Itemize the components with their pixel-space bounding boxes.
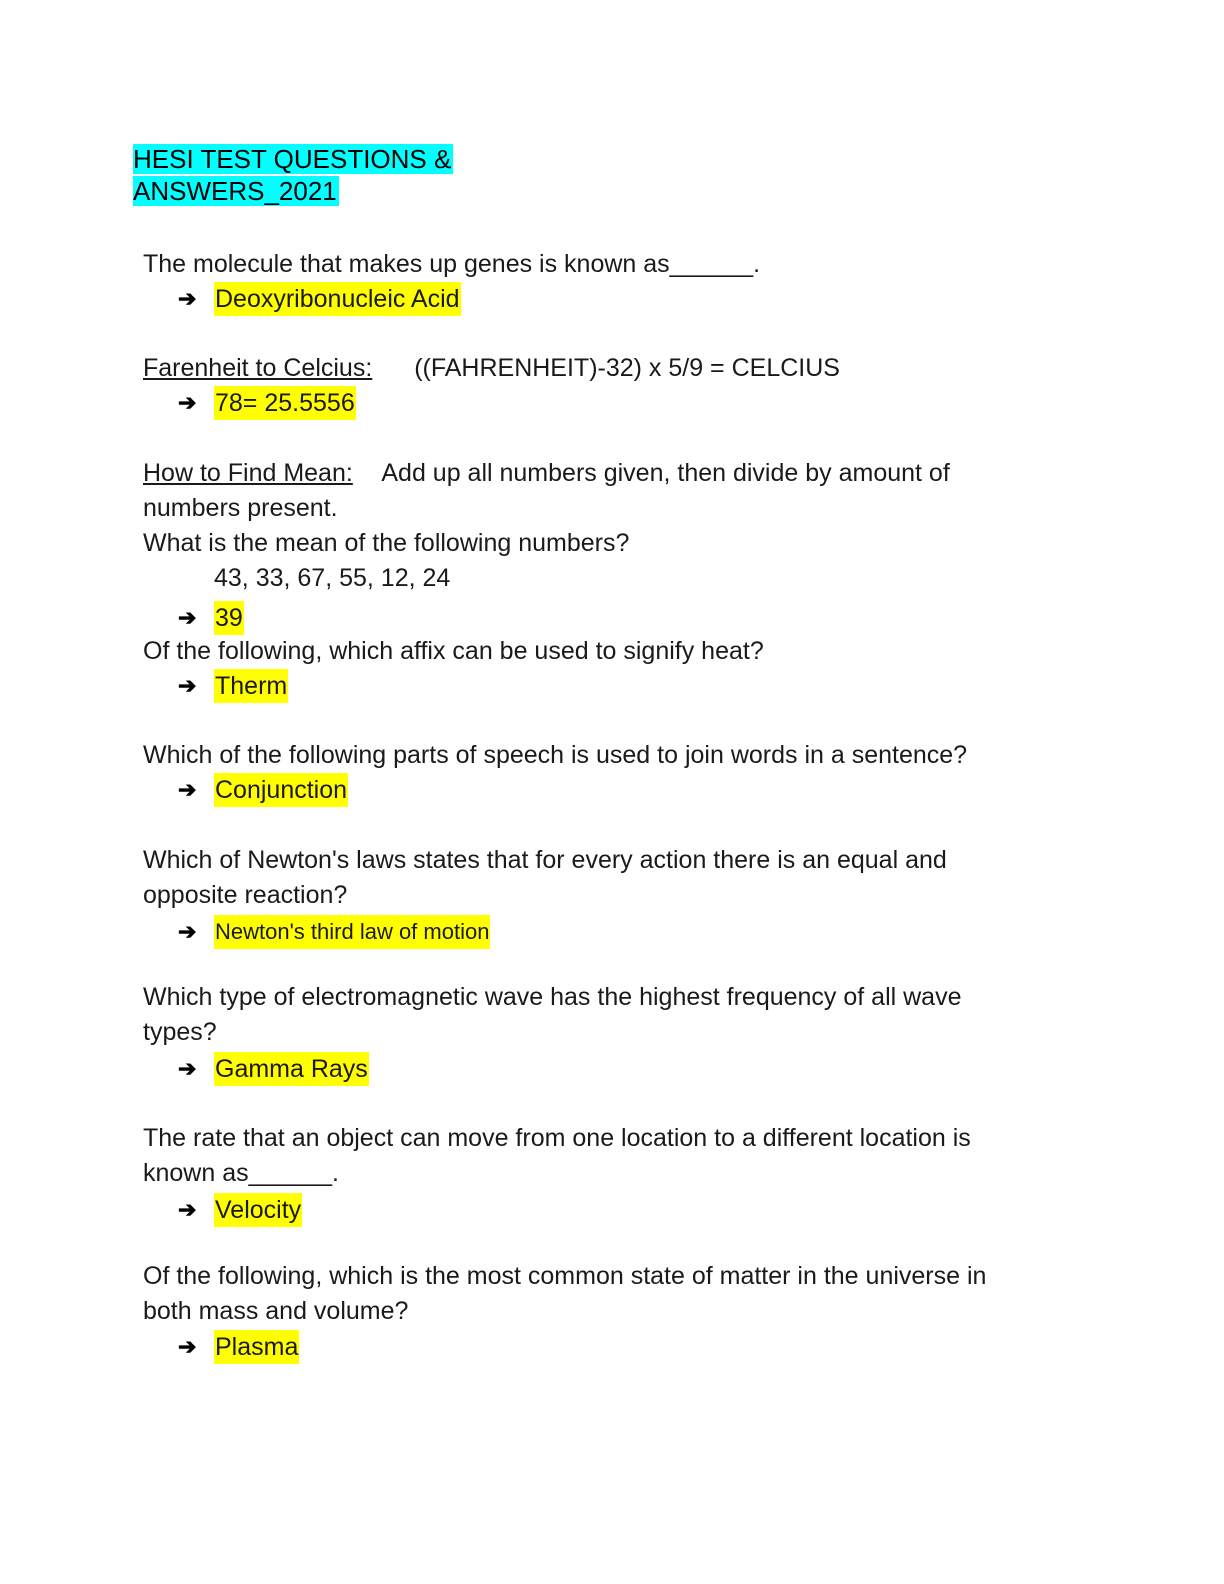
answer-8-row: ➔ Velocity <box>178 1193 303 1227</box>
question-7-line-1: Which type of electromagnetic wave has t… <box>143 983 962 1011</box>
mean-line-2: numbers present. <box>143 494 338 522</box>
conversion-line: Farenheit to Celcius: ((FAHRENHEIT)-32) … <box>143 351 840 386</box>
arrow-right-icon: ➔ <box>178 286 197 311</box>
question-5: Which of the following parts of speech i… <box>143 741 968 769</box>
answer-3-row: ➔ 39 <box>178 601 244 635</box>
question-7-line-2: types? <box>143 1018 217 1046</box>
arrow-right-icon: ➔ <box>178 605 197 630</box>
mean-text: Add up all numbers given, then divide by… <box>381 459 950 487</box>
answer-9-row: ➔ Plasma <box>178 1330 300 1364</box>
arrow-right-icon: ➔ <box>178 1056 197 1081</box>
arrow-right-icon: ➔ <box>178 673 197 698</box>
answer-5-row: ➔ Conjunction <box>178 773 349 807</box>
question-1: The molecule that makes up genes is know… <box>143 250 761 278</box>
answer-3: 39 <box>214 601 244 635</box>
answer-4: Therm <box>214 669 289 703</box>
answer-1-row: ➔ Deoxyribonucleic Acid <box>178 282 461 316</box>
arrow-right-icon: ➔ <box>178 919 197 944</box>
question-6-line-2: opposite reaction? <box>143 881 348 909</box>
answer-5: Conjunction <box>214 773 349 807</box>
arrow-right-icon: ➔ <box>178 390 197 415</box>
answer-4-row: ➔ Therm <box>178 669 289 703</box>
answer-8: Velocity <box>214 1193 303 1227</box>
arrow-right-icon: ➔ <box>178 777 197 802</box>
answer-7: Gamma Rays <box>214 1052 369 1086</box>
document-title: HESI TEST QUESTIONS & ANSWERS_2021 <box>133 143 454 207</box>
answer-1: Deoxyribonucleic Acid <box>214 282 461 316</box>
question-8-line-2: known as______. <box>143 1159 339 1187</box>
question-3: What is the mean of the following number… <box>143 529 630 557</box>
answer-6: Newton's third law of motion <box>214 915 491 949</box>
question-6-line-1: Which of Newton's laws states that for e… <box>143 846 947 874</box>
question-9-line-1: Of the following, which is the most comm… <box>143 1262 987 1290</box>
mean-numbers: 43, 33, 67, 55, 12, 24 <box>214 564 451 592</box>
answer-9: Plasma <box>214 1330 300 1364</box>
title-line-2: ANSWERS_2021 <box>133 176 339 206</box>
answer-2-row: ➔ 78= 25.5556 <box>178 386 356 420</box>
conversion-label: Farenheit to Celcius: <box>143 354 373 382</box>
answer-7-row: ➔ Gamma Rays <box>178 1052 369 1086</box>
arrow-right-icon: ➔ <box>178 1197 197 1222</box>
conversion-formula: ((FAHRENHEIT)-32) x 5/9 = CELCIUS <box>414 354 840 382</box>
arrow-right-icon: ➔ <box>178 1334 197 1359</box>
title-line-1: HESI TEST QUESTIONS & <box>133 144 454 174</box>
mean-label: How to Find Mean: <box>143 459 353 487</box>
question-4: Of the following, which affix can be use… <box>143 637 764 665</box>
question-9-line-2: both mass and volume? <box>143 1297 409 1325</box>
answer-2: 78= 25.5556 <box>214 386 356 420</box>
question-8-line-1: The rate that an object can move from on… <box>143 1124 971 1152</box>
answer-6-row: ➔ Newton's third law of motion <box>178 915 491 949</box>
mean-line-1: How to Find Mean: Add up all numbers giv… <box>143 456 950 491</box>
